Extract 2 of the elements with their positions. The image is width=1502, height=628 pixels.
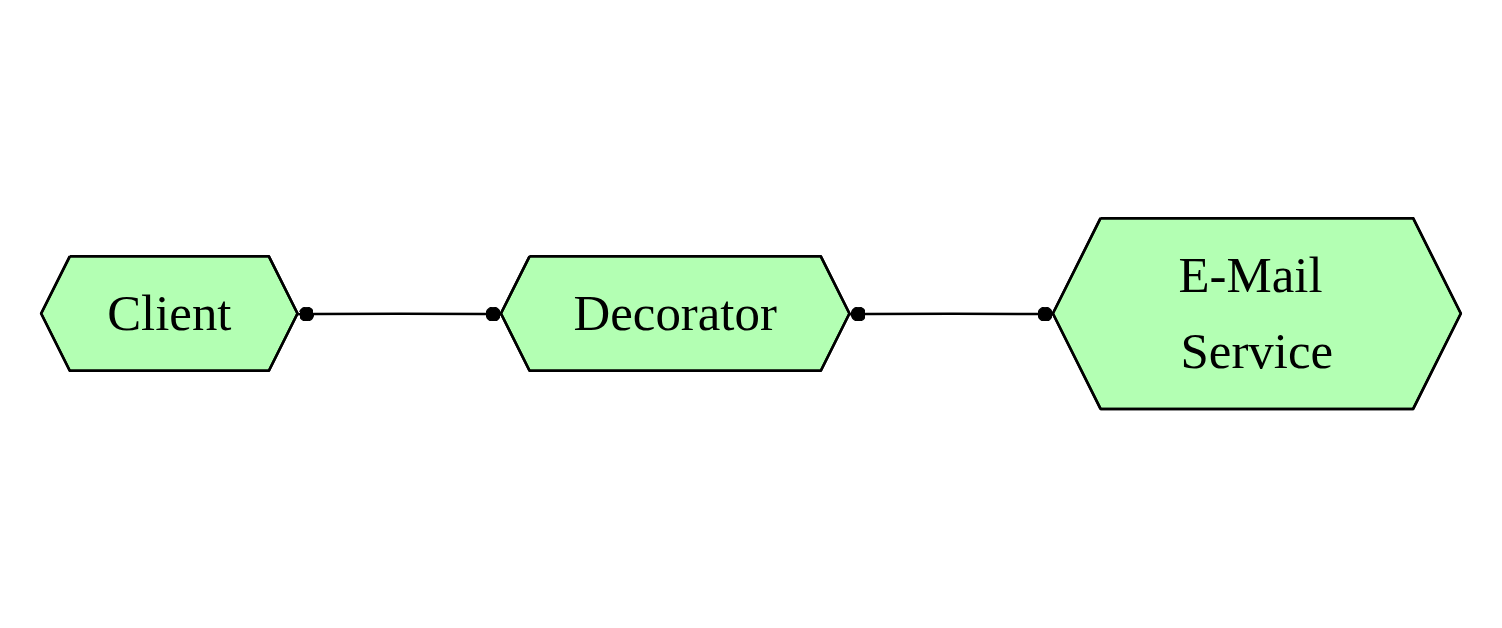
connector bbox=[850, 306, 1054, 323]
connector bbox=[298, 306, 502, 323]
